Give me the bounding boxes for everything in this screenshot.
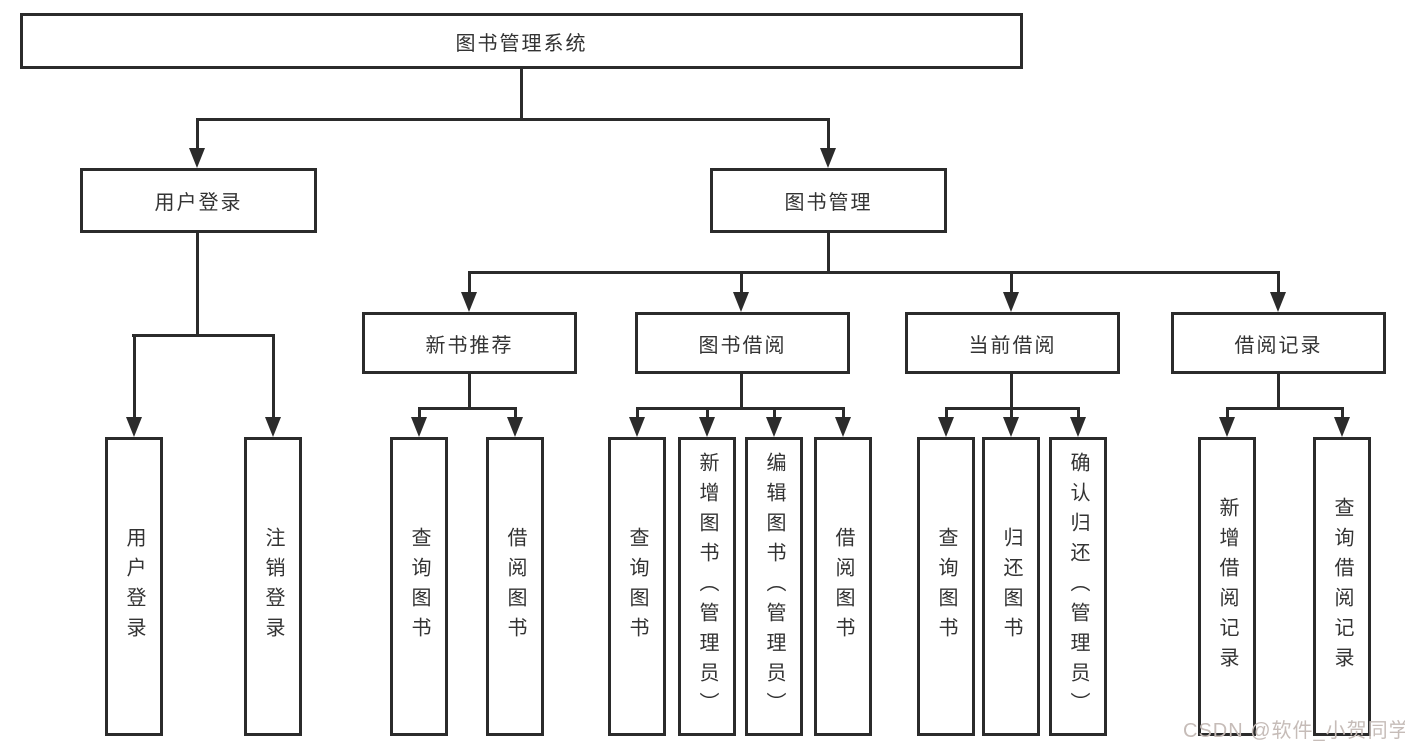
connector-drop-leaf [514,407,517,421]
connector-drop-leaf [133,334,136,420]
arrow-down-icon [699,417,715,437]
leaf-label: 确认归还（管理员） [1067,451,1089,722]
connector-book-borrow-down [740,374,743,410]
arrow-down-icon [411,417,427,437]
connector-root-trunk [520,68,523,121]
connector-drop-user-login [196,118,199,151]
arrow-down-icon [461,292,477,312]
leaf-borrowing-borrow-books: 借阅图书 [814,437,872,736]
leaf-records-add-record: 新增借阅记录 [1198,437,1256,736]
connector-drop-leaf [773,407,776,421]
connector-drop-book-mgmt [827,118,830,151]
node-user-login: 用户登录 [80,168,317,233]
connector-drop-leaf [272,334,275,420]
leaf-borrowing-edit-books-admin: 编辑图书（管理员） [745,437,803,736]
connector-level2-branch [196,118,830,121]
leaf-current-confirm-return-admin: 确认归还（管理员） [1049,437,1107,736]
node-book-borrowing: 图书借阅 [635,312,850,374]
leaf-label: 新增借阅记录 [1216,496,1238,677]
leaf-logout: 注销登录 [244,437,302,736]
connector-drop-leaf [636,407,639,421]
leaf-label: 查询图书 [626,526,648,647]
arrow-down-icon [1334,417,1350,437]
connector-user-login-down [196,233,199,337]
arrow-down-icon [126,417,142,437]
connector-drop-leaf [1226,407,1229,421]
connector-drop-leaf [1077,407,1080,421]
leaf-user-login: 用户登录 [105,437,163,736]
connector-new-book-branch [418,407,517,410]
node-label: 图书借阅 [698,334,787,357]
arrow-down-icon [629,417,645,437]
arrow-down-icon [766,417,782,437]
connector-current-borrow-down [1010,374,1013,410]
arrow-down-icon [1070,417,1086,437]
node-current-borrowing: 当前借阅 [905,312,1120,374]
connector-drop-borrow-records [1277,271,1280,295]
node-root-system: 图书管理系统 [20,13,1023,69]
leaf-borrowing-query-books: 查询图书 [608,437,666,736]
node-borrowing-records: 借阅记录 [1171,312,1386,374]
arrow-down-icon [1003,292,1019,312]
arrow-down-icon [507,417,523,437]
connector-drop-leaf [418,407,421,421]
connector-drop-book-borrow [740,271,743,295]
leaf-label: 新增图书（管理员） [696,451,718,722]
leaf-label: 借阅图书 [832,526,854,647]
arrow-down-icon [1270,292,1286,312]
connector-drop-leaf [842,407,845,421]
connector-drop-leaf [1010,407,1013,421]
connector-borrow-records-down [1277,374,1280,410]
connector-level3-branch [468,271,1280,274]
connector-user-login-branch [132,334,275,337]
node-label: 新书推荐 [425,334,514,357]
arrow-down-icon [733,292,749,312]
leaf-label: 用户登录 [123,526,145,647]
leaf-borrowing-add-books-admin: 新增图书（管理员） [678,437,736,736]
connector-book-mgmt-down [827,233,830,274]
connector-book-borrow-branch [636,407,845,410]
node-label: 当前借阅 [968,334,1057,357]
node-label: 图书管理 [784,192,873,214]
leaf-label: 借阅图书 [504,526,526,647]
connector-drop-leaf [945,407,948,421]
connector-drop-leaf [1341,407,1344,421]
csdn-watermark: CSDN @软件_小贺同学 [1183,720,1405,742]
node-label: 用户登录 [154,192,243,214]
node-new-book-recommend: 新书推荐 [362,312,577,374]
connector-borrow-records-branch [1226,407,1343,410]
arrow-down-icon [938,417,954,437]
leaf-label: 注销登录 [262,526,284,647]
leaf-records-query-record: 查询借阅记录 [1313,437,1371,736]
node-book-management: 图书管理 [710,168,947,233]
leaf-label: 编辑图书（管理员） [763,451,785,722]
leaf-current-query-books: 查询图书 [917,437,975,736]
connector-drop-leaf [706,407,709,421]
leaf-newbook-borrow-books: 借阅图书 [486,437,544,736]
arrow-down-icon [1219,417,1235,437]
connector-new-book-down [468,374,471,410]
arrow-down-icon [835,417,851,437]
leaf-label: 查询借阅记录 [1331,496,1353,677]
connector-drop-current-borrow [1010,271,1013,295]
arrow-down-icon [1003,417,1019,437]
connector-drop-new-book [468,271,471,295]
arrow-down-icon [820,148,836,168]
leaf-label: 查询图书 [935,526,957,647]
arrow-down-icon [265,417,281,437]
arrow-down-icon [189,148,205,168]
leaf-label: 查询图书 [408,526,430,647]
node-label: 图书管理系统 [455,32,588,55]
leaf-newbook-query-books: 查询图书 [390,437,448,736]
leaf-current-return-books: 归还图书 [982,437,1040,736]
leaf-label: 归还图书 [1000,526,1022,647]
node-label: 借阅记录 [1234,334,1323,357]
